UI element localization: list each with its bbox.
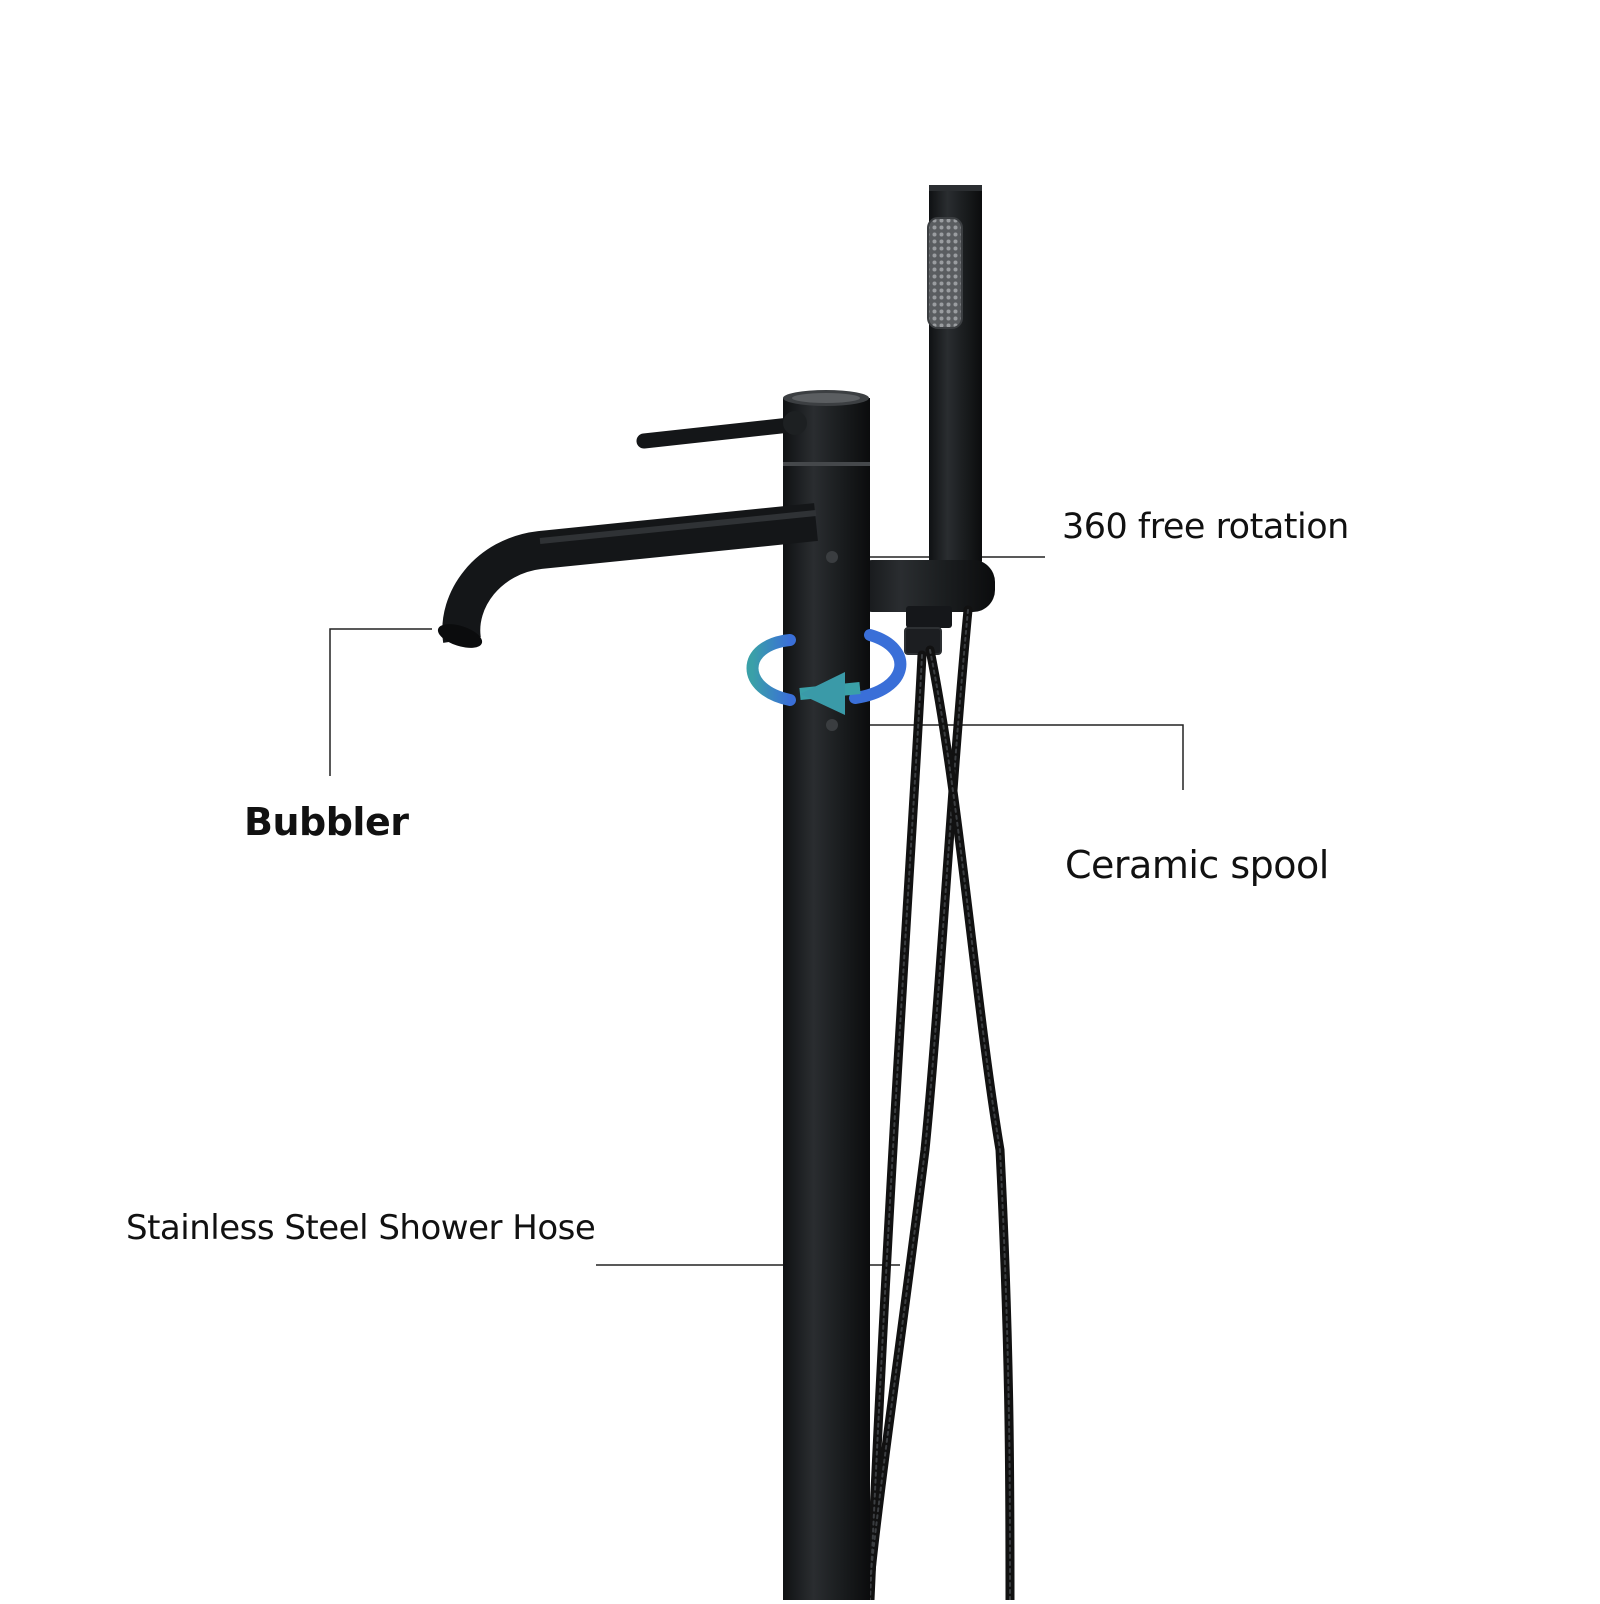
label-bubbler: Bubbler xyxy=(244,800,409,844)
faucet-body xyxy=(783,390,870,1600)
label-shower-hose: Stainless Steel Shower Hose xyxy=(126,1208,596,1248)
shower-nozzle-face xyxy=(927,217,963,329)
label-ceramic-spool: Ceramic spool xyxy=(1065,843,1329,887)
hand-shower-head xyxy=(927,185,982,565)
callout-dots xyxy=(826,551,838,731)
label-360-rotation: 360 free rotation xyxy=(1062,507,1349,547)
leader-bubbler xyxy=(329,628,432,776)
leader-ceramic xyxy=(832,724,1184,790)
lever-handle xyxy=(636,411,807,449)
shower-hose xyxy=(863,605,1015,1604)
shower-holder xyxy=(850,560,995,655)
rotate-arrow-icon xyxy=(746,629,907,715)
hose-connector xyxy=(904,627,942,655)
bubbler-aerator xyxy=(437,624,483,648)
faucet-spout xyxy=(437,503,818,648)
